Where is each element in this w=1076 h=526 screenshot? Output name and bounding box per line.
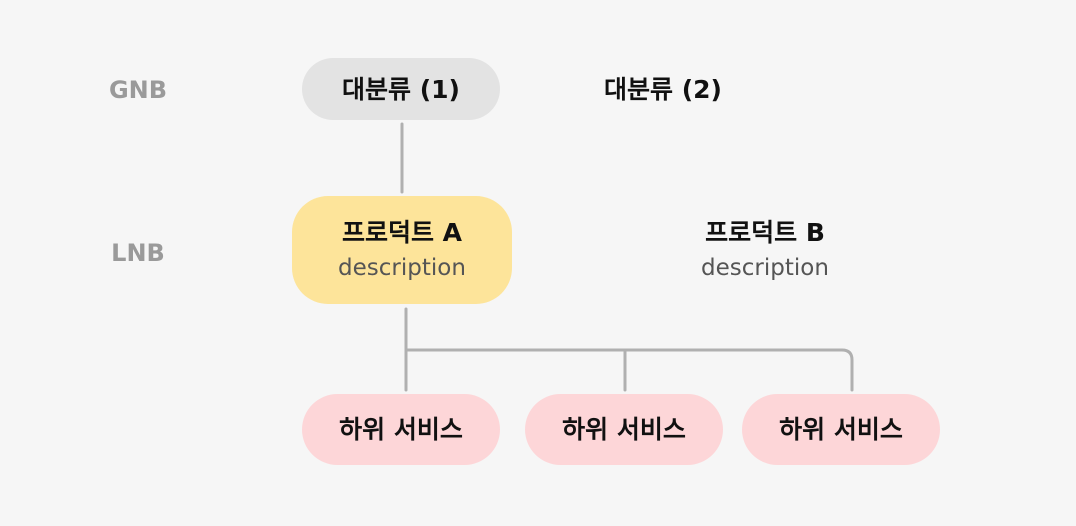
sub-service-label: 하위 서비스 bbox=[779, 415, 903, 444]
lnb-item-product-a[interactable]: 프로덕트 A description bbox=[292, 196, 512, 304]
lnb-item-description: description bbox=[701, 255, 829, 281]
sub-service-label: 하위 서비스 bbox=[339, 415, 463, 444]
gnb-item-category-1[interactable]: 대분류 (1) bbox=[302, 58, 500, 120]
lnb-item-title: 프로덕트 A bbox=[341, 218, 463, 247]
lnb-item-product-b[interactable]: 프로덕트 B description bbox=[655, 196, 875, 304]
gnb-row-label: GNB bbox=[108, 76, 168, 104]
gnb-item-label: 대분류 (2) bbox=[604, 74, 722, 104]
sub-service-item-1[interactable]: 하위 서비스 bbox=[302, 394, 500, 465]
lnb-item-description: description bbox=[338, 255, 466, 281]
lnb-item-title: 프로덕트 B bbox=[705, 218, 825, 247]
connector-sub-branch bbox=[404, 348, 854, 392]
lnb-row-label: LNB bbox=[111, 239, 165, 267]
gnb-item-category-2[interactable]: 대분류 (2) bbox=[564, 58, 762, 120]
gnb-item-label: 대분류 (1) bbox=[342, 74, 460, 104]
sub-service-item-3[interactable]: 하위 서비스 bbox=[742, 394, 940, 465]
sub-service-item-2[interactable]: 하위 서비스 bbox=[525, 394, 723, 465]
sub-service-label: 하위 서비스 bbox=[562, 415, 686, 444]
